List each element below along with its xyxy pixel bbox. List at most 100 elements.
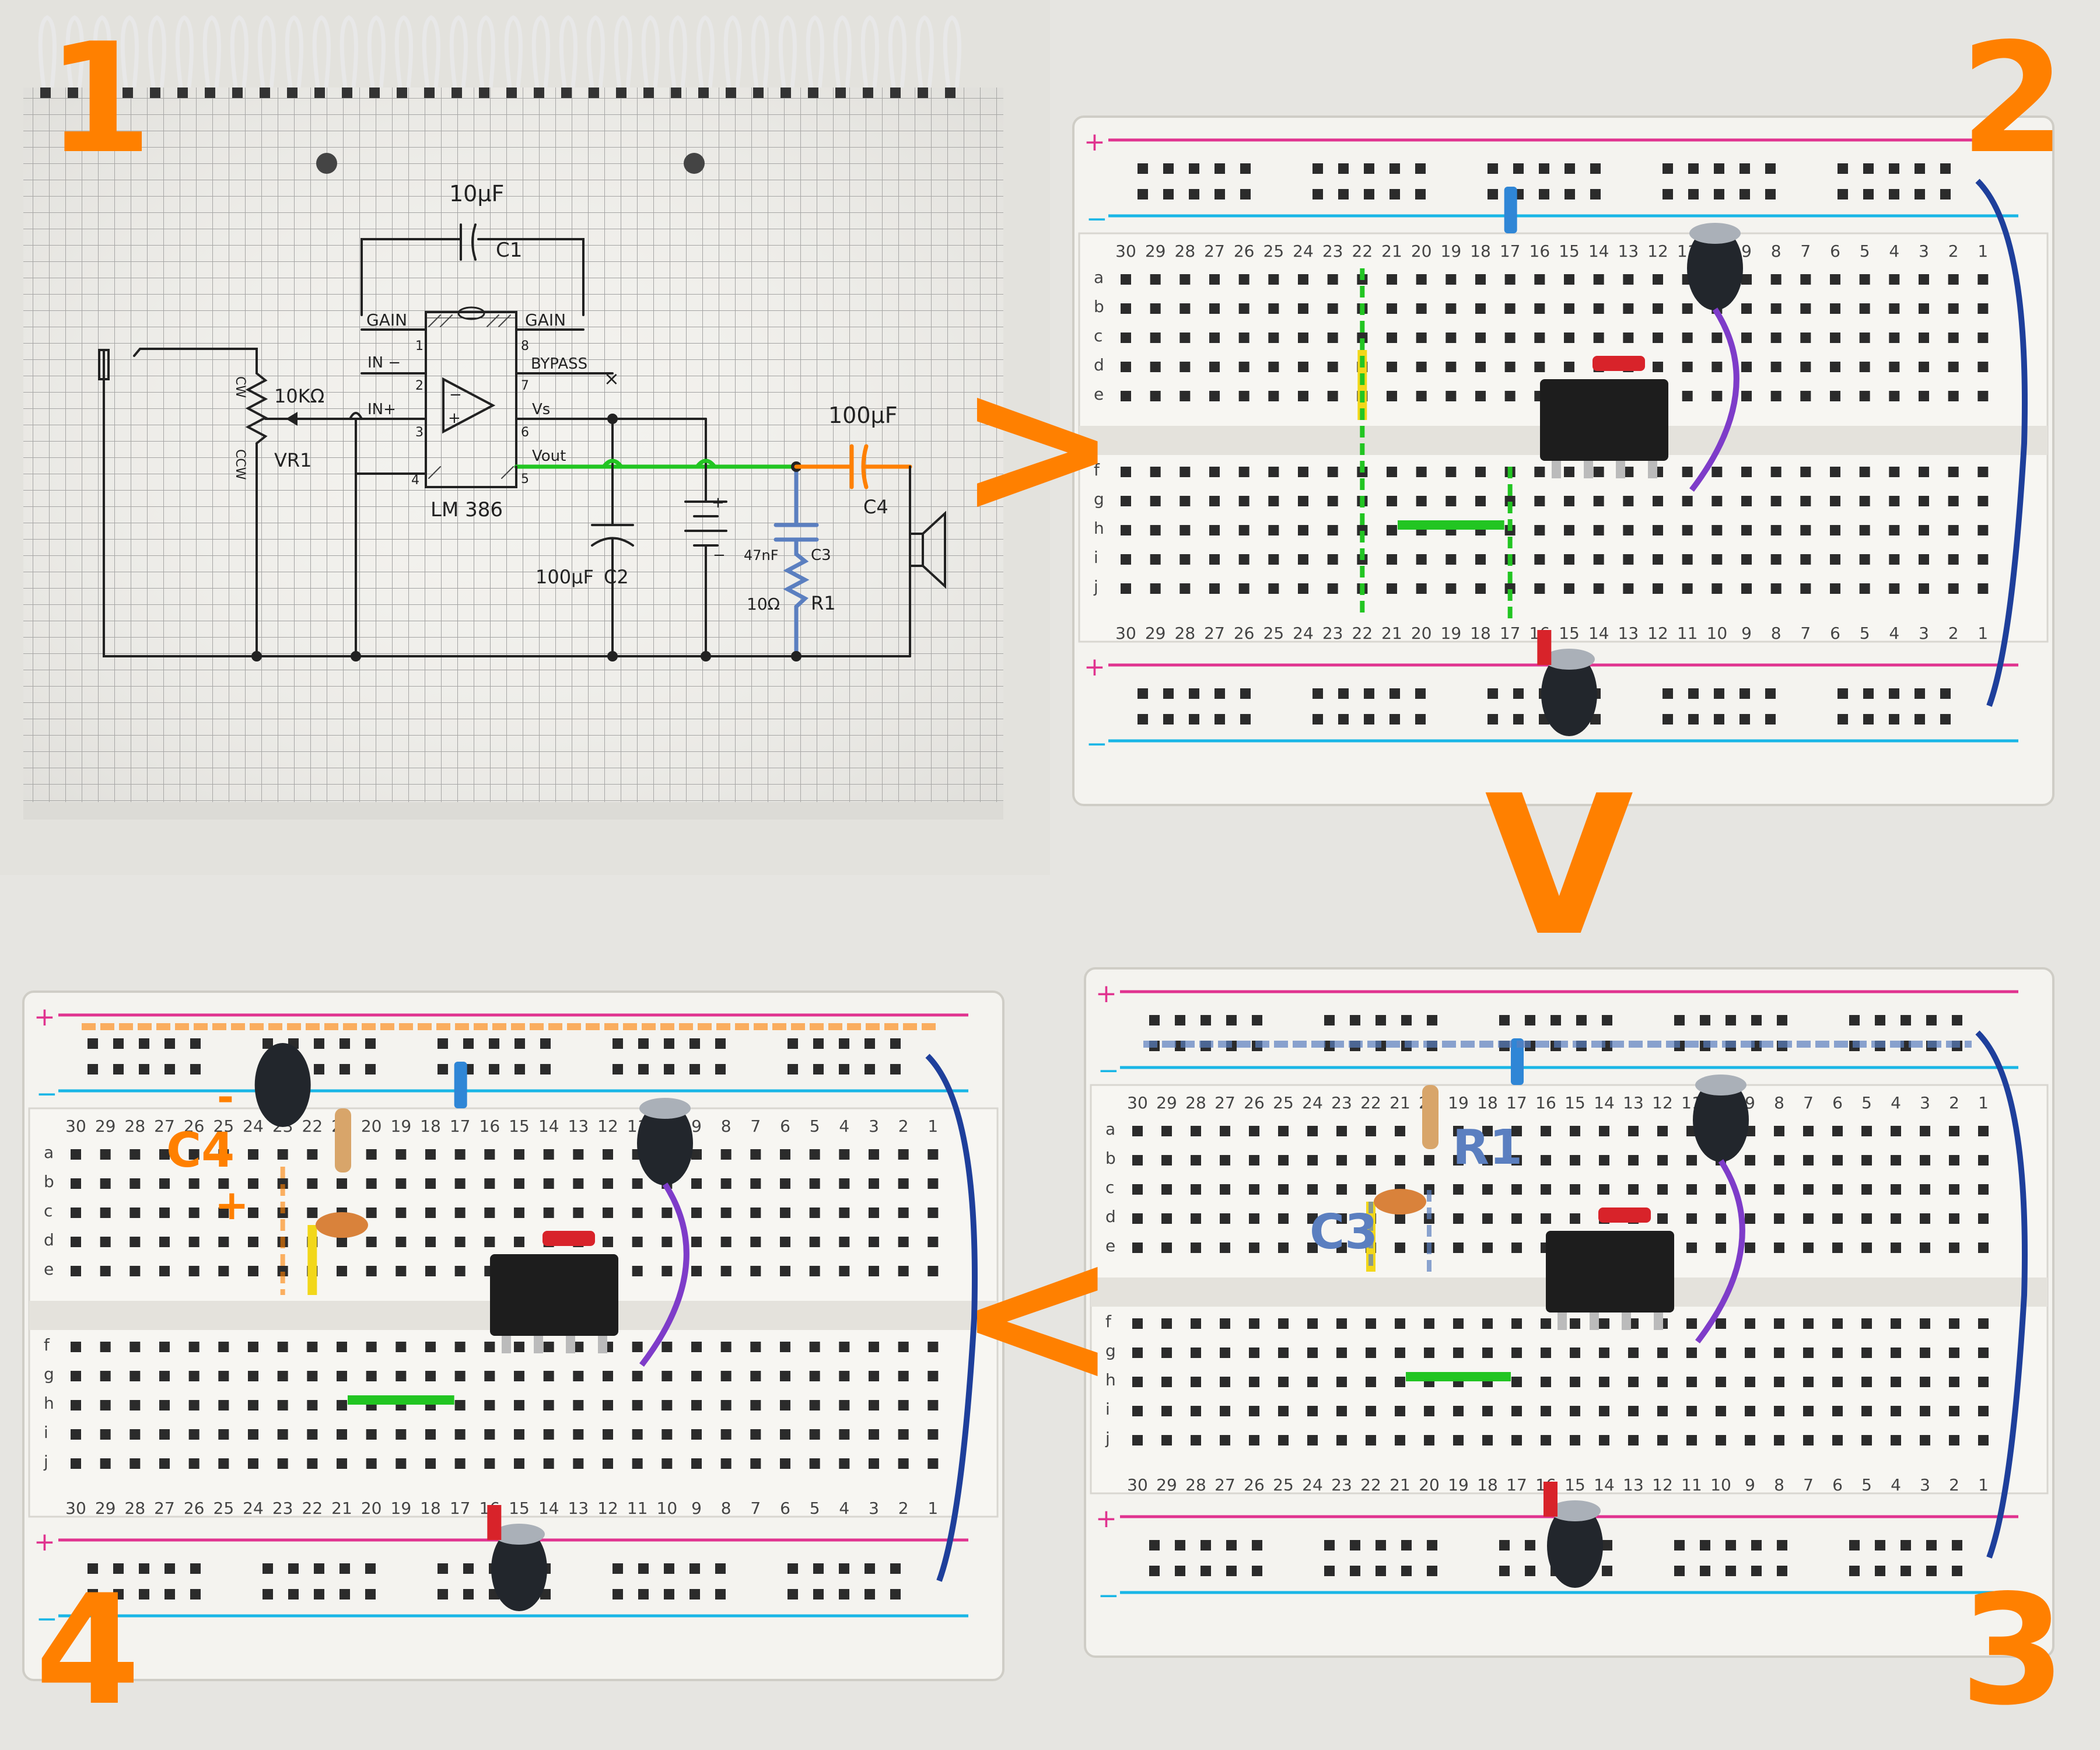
hole	[1653, 303, 1663, 314]
hole	[1191, 1435, 1201, 1446]
column-number: 2	[1948, 242, 1959, 261]
hole	[1623, 274, 1634, 285]
hole	[1859, 362, 1870, 372]
hole	[898, 1266, 909, 1276]
hole	[1424, 1318, 1434, 1329]
column-number: 18	[1470, 242, 1491, 261]
hole	[869, 1371, 879, 1381]
vout-label: Vout	[532, 447, 566, 465]
hole	[1446, 274, 1457, 285]
hole	[1307, 1406, 1318, 1416]
hole	[188, 1149, 200, 1160]
column-number: 13	[568, 1116, 589, 1136]
hole	[1800, 583, 1811, 594]
blue-highlight-overlay	[1143, 1041, 1972, 1272]
hole	[1978, 362, 1989, 372]
rail-hole	[1338, 163, 1349, 174]
hole	[1298, 467, 1308, 477]
hole	[1593, 583, 1604, 594]
hole	[1919, 303, 1929, 314]
column-number: 12	[1652, 1475, 1673, 1494]
column-number: 14	[538, 1116, 559, 1136]
hole	[1541, 1435, 1551, 1446]
blue-power-wire	[1975, 1030, 2028, 1559]
column-number: 20	[361, 1499, 382, 1518]
column-number: 9	[691, 1116, 702, 1136]
hole	[1628, 1435, 1639, 1446]
rail-hole	[1952, 1015, 1962, 1026]
hole	[1475, 274, 1486, 285]
hole	[1220, 1377, 1230, 1387]
hole	[1132, 1155, 1143, 1166]
hole	[1278, 1155, 1289, 1166]
rail-hole	[1138, 714, 1148, 724]
column-number: 10	[657, 1499, 678, 1518]
rail-hole	[540, 1064, 551, 1074]
rail-hole	[288, 1589, 299, 1600]
hole	[1599, 1184, 1609, 1195]
rail-minus-label: −	[1098, 1056, 1119, 1086]
hole	[248, 1237, 258, 1247]
svg-text:−: −	[449, 386, 462, 404]
hole	[1268, 467, 1279, 477]
hole	[1336, 1213, 1347, 1224]
hole	[1191, 1318, 1201, 1329]
rail-hole	[1312, 714, 1323, 724]
hole	[337, 1429, 347, 1440]
row-letter: i	[1105, 1399, 1110, 1419]
hole	[1220, 1126, 1230, 1136]
spiral-ring	[614, 15, 632, 88]
rail-hole	[715, 1563, 726, 1574]
hole	[188, 1266, 200, 1276]
rail-hole	[139, 1038, 149, 1049]
hole	[839, 1458, 850, 1469]
hole	[1249, 1348, 1259, 1358]
hole	[307, 1149, 318, 1160]
rail-hole	[1401, 1566, 1412, 1576]
hole	[130, 1149, 141, 1160]
hole	[1686, 1435, 1697, 1446]
column-number: 7	[1803, 1093, 1814, 1112]
hole	[1741, 391, 1752, 401]
hole	[1682, 391, 1693, 401]
hole	[1948, 496, 1959, 506]
rail-hole	[1740, 163, 1750, 174]
hole	[691, 1208, 702, 1218]
hole	[1599, 1377, 1609, 1387]
column-number: 2	[898, 1116, 909, 1136]
hole	[1366, 1126, 1376, 1136]
hole	[100, 1178, 111, 1189]
hole	[1628, 1406, 1639, 1416]
hole	[1919, 554, 1929, 565]
hole	[1416, 303, 1427, 314]
hole	[662, 1342, 673, 1352]
hole	[454, 1208, 466, 1218]
hole	[1387, 467, 1397, 477]
hole	[514, 1237, 524, 1247]
rail-hole	[813, 1038, 824, 1049]
panel-1-notebook: − + GAIN GAIN 1 8 IN − 2 BYPASS × 7 IN+ …	[0, 0, 1050, 875]
hole	[1209, 303, 1220, 314]
column-number: 23	[1331, 1093, 1352, 1112]
hole	[1570, 1318, 1580, 1329]
rail-hole	[288, 1563, 299, 1574]
hole	[780, 1429, 790, 1440]
pin-1: 1	[415, 339, 424, 354]
hole	[1657, 1406, 1668, 1416]
hole	[1889, 303, 1900, 314]
hole	[750, 1342, 761, 1352]
rail-hole	[1576, 1015, 1587, 1026]
hole	[100, 1237, 111, 1247]
hole	[396, 1458, 407, 1469]
hole	[1327, 554, 1338, 565]
hole	[1327, 391, 1338, 401]
column-number: 11	[627, 1499, 648, 1518]
hole	[720, 1266, 732, 1276]
hole	[366, 1342, 377, 1352]
rail-hole	[1189, 714, 1199, 724]
hole	[366, 1208, 377, 1218]
column-number: 4	[1891, 1475, 1901, 1494]
resistor-r1	[1422, 1085, 1438, 1149]
column-number: 15	[1559, 624, 1580, 643]
column-number: 22	[1352, 624, 1373, 643]
